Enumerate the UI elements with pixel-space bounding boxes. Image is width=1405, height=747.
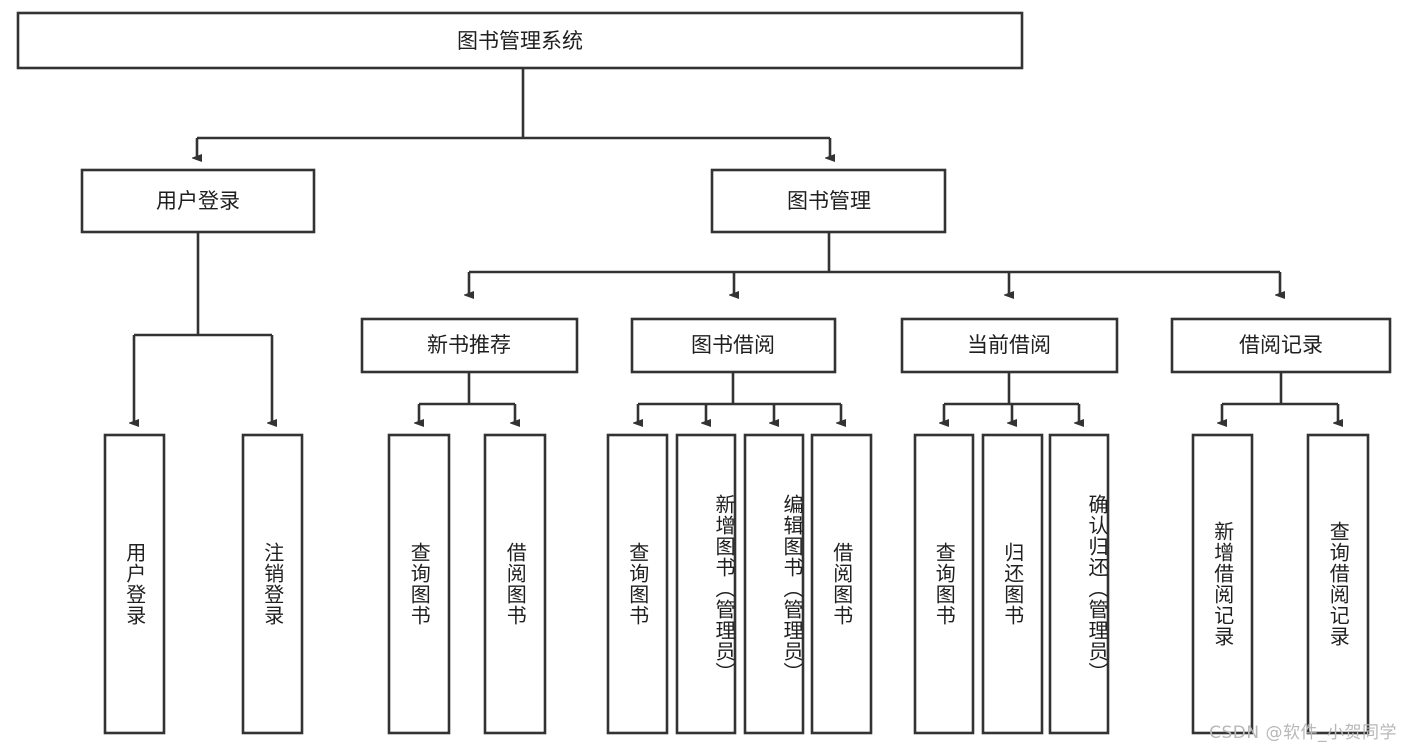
node-book-management[interactable]: 图书管理 <box>710 168 947 234</box>
leaf-box-borrow-record-0[interactable] <box>1191 433 1254 735</box>
connector-current-borrow-to-leaves <box>944 372 1079 423</box>
node-user-login-box[interactable] <box>80 168 316 234</box>
connector-borrow-record-to-leaves <box>1222 372 1338 423</box>
leaf-box-current-borrow-1[interactable] <box>981 433 1044 735</box>
node-user-login-label: 用户登录 <box>156 189 240 213</box>
connector-new-book-recommend-to-leaves <box>419 372 515 423</box>
leaf-box-book-borrow-2[interactable] <box>743 433 805 735</box>
csdn-watermark: CSDN @软件_小贺同学 <box>1209 723 1397 743</box>
node-current-borrow-label: 当前借阅 <box>967 333 1051 357</box>
leaf-box-new-book-0[interactable] <box>387 433 451 735</box>
leaf-box-borrow-record-1[interactable] <box>1306 433 1370 735</box>
node-current-borrow[interactable]: 当前借阅 <box>900 317 1119 374</box>
connector-root-to-level2 <box>197 68 830 158</box>
leaf-box-book-borrow-0[interactable] <box>606 433 669 735</box>
leaf-box-book-borrow-3[interactable] <box>810 433 873 735</box>
node-book-borrow[interactable]: 图书借阅 <box>630 317 837 374</box>
leaf-box-user-login-0[interactable] <box>103 433 166 735</box>
node-borrow-record[interactable]: 借阅记录 <box>1170 317 1392 374</box>
node-borrow-record-label: 借阅记录 <box>1239 333 1323 357</box>
connector-book-management-to-level3 <box>469 232 1280 295</box>
node-book-borrow-label: 图书借阅 <box>691 333 775 357</box>
leaf-box-current-borrow-2[interactable] <box>1048 433 1110 735</box>
node-user-login[interactable]: 用户登录 <box>80 168 316 234</box>
connector-book-borrow-to-leaves <box>638 372 841 423</box>
node-new-book-recommend[interactable]: 新书推荐 <box>360 317 579 374</box>
leaf-box-current-borrow-0[interactable] <box>913 433 975 735</box>
node-root[interactable]: 图书管理系统 <box>16 11 1024 70</box>
node-root-label: 图书管理系统 <box>457 29 583 53</box>
connector-user-login-to-leaves <box>134 232 272 423</box>
node-root-box[interactable] <box>16 11 1024 70</box>
node-new-book-recommend-box[interactable] <box>360 317 579 374</box>
node-current-borrow-box[interactable] <box>900 317 1119 374</box>
leaf-box-book-borrow-1[interactable] <box>675 433 737 735</box>
leaf-box-new-book-1[interactable] <box>483 433 547 735</box>
node-book-management-label: 图书管理 <box>787 189 871 213</box>
node-new-book-recommend-label: 新书推荐 <box>427 333 511 357</box>
leaf-box-user-login-1[interactable] <box>241 433 304 735</box>
